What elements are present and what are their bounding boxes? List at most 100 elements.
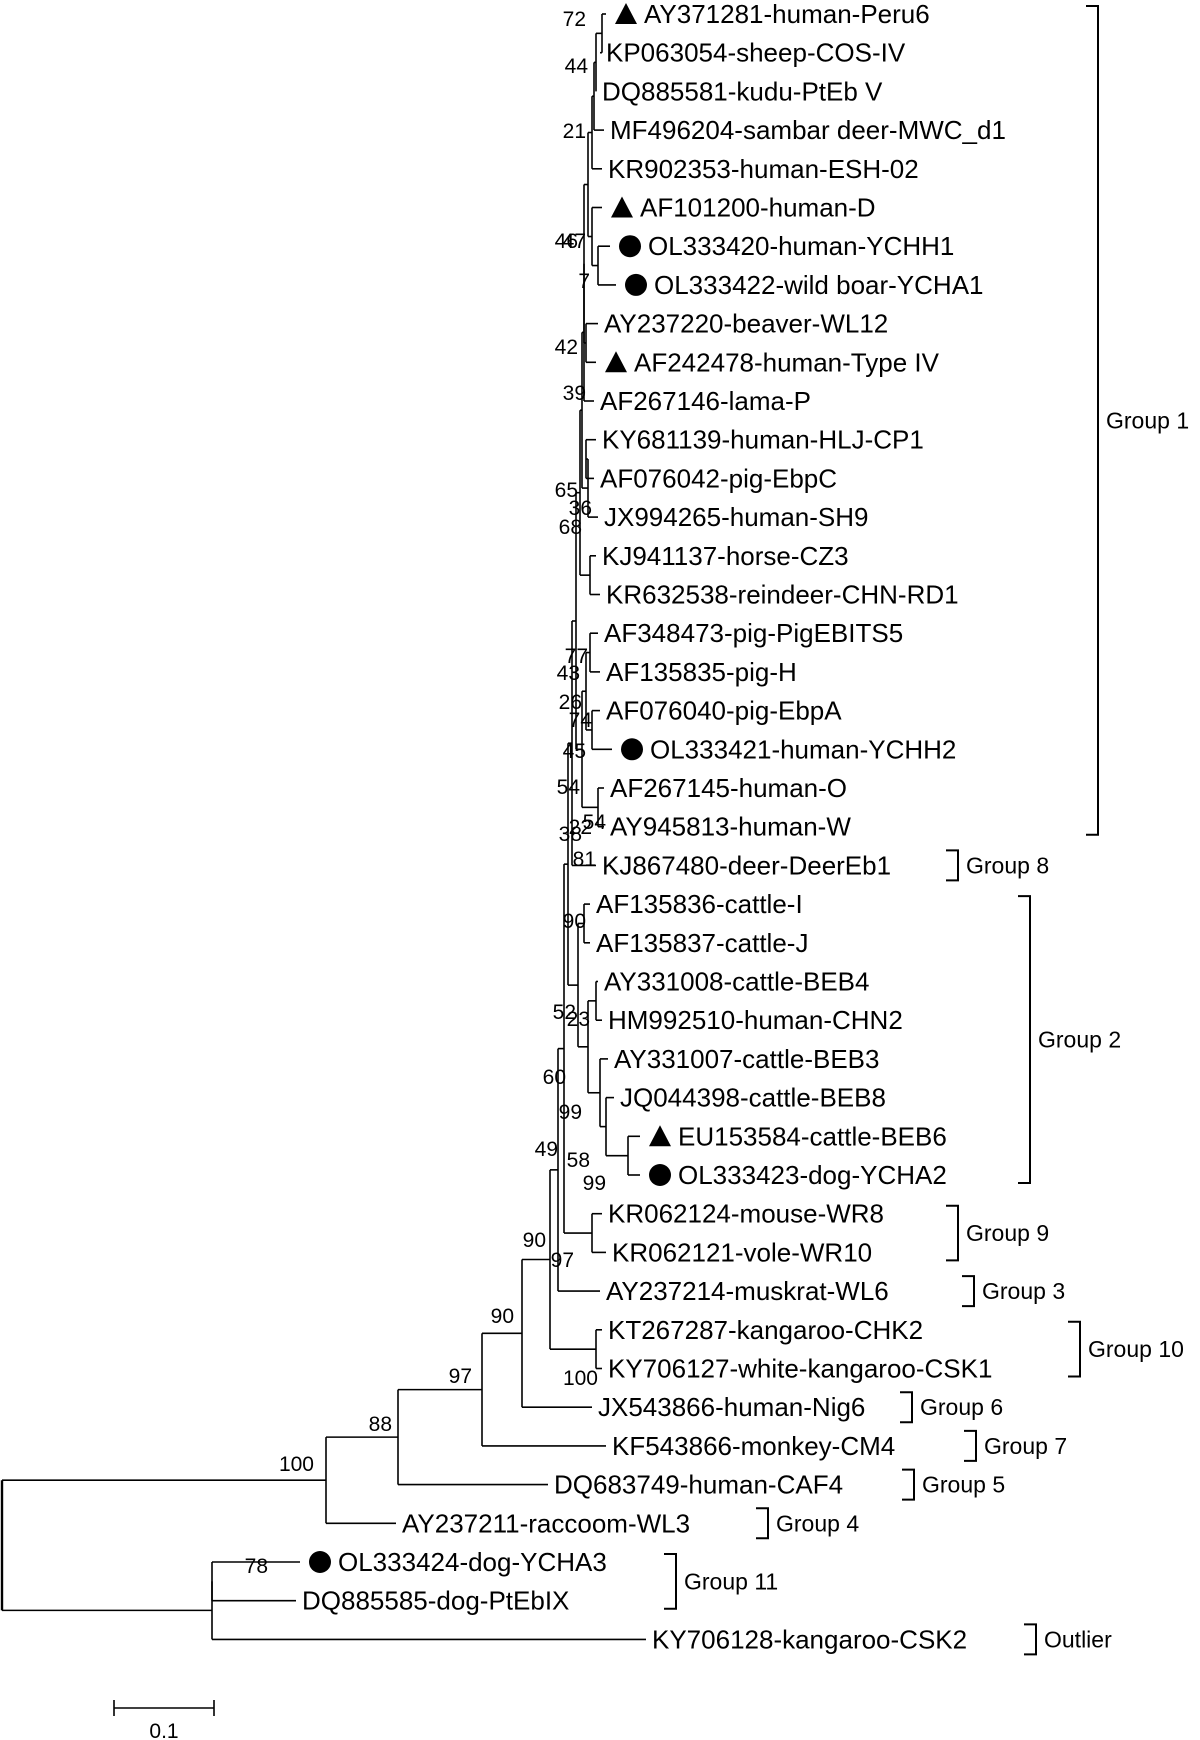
- triangle-marker-icon: [611, 196, 633, 218]
- taxon-label: OL333420-human-YCHH1: [648, 231, 954, 261]
- taxon-label: AF101200-human-D: [640, 193, 876, 223]
- bootstrap-value: 43: [557, 662, 580, 685]
- group-label: Outlier: [1044, 1626, 1112, 1652]
- taxon-label: OL333424-dog-YCHA3: [338, 1547, 607, 1577]
- scale-bar: 0.1: [113, 1700, 215, 1740]
- circle-marker-icon: [649, 1164, 671, 1186]
- circle-marker-icon: [619, 235, 641, 258]
- bootstrap-value: 7: [578, 270, 590, 293]
- bootstrap-value: 99: [559, 1101, 582, 1124]
- group-bracket: [756, 1507, 769, 1540]
- bootstrap-value: 23: [567, 1008, 590, 1031]
- taxon-label: KJ867480-deer-DeerEb1: [602, 850, 891, 880]
- taxon-label: KJ941137-horse-CZ3: [602, 541, 849, 571]
- bootstrap-value: 39: [563, 382, 586, 405]
- group-label: Group 3: [982, 1278, 1065, 1304]
- group-bracket: [664, 1553, 677, 1610]
- taxon-label: KT267287-kangaroo-CHK2: [608, 1315, 923, 1345]
- triangle-marker-icon: [615, 3, 637, 24]
- bootstrap-value: 100: [563, 1367, 598, 1390]
- taxon-label: AY331008-cattle-BEB4: [604, 967, 869, 997]
- taxon-label: KR062121-vole-WR10: [612, 1237, 872, 1267]
- taxon-label: KP063054-sheep-COS-IV: [606, 38, 906, 68]
- bootstrap-value: 90: [523, 1229, 546, 1252]
- bootstrap-value: 54: [557, 776, 581, 799]
- bootstrap-value: 46: [555, 230, 578, 253]
- group-bracket: [946, 849, 959, 882]
- bootstrap-value: 100: [279, 1453, 314, 1476]
- bootstrap-value: 54: [583, 811, 607, 834]
- bootstrap-value: 77: [565, 645, 588, 668]
- bootstrap-value: 36: [569, 497, 592, 520]
- group-bracket: [1024, 1623, 1037, 1656]
- circle-marker-icon: [309, 1551, 331, 1573]
- taxon-label: KR902353-human-ESH-02: [608, 154, 919, 184]
- bootstrap-value: 47: [563, 230, 586, 253]
- bootstrap-value: 21: [563, 120, 586, 143]
- taxon-label: OL333421-human-YCHH2: [650, 734, 956, 764]
- tip-labels: AY371281-human-Peru6KP063054-sheep-COS-I…: [302, 0, 1006, 1654]
- group-label: Group 11: [684, 1568, 778, 1594]
- taxon-label: AF135837-cattle-J: [596, 928, 808, 958]
- taxon-label: DQ885581-kudu-PtEb V: [602, 76, 883, 106]
- bootstrap-value: 99: [583, 1172, 606, 1195]
- group-bracket: [902, 1468, 915, 1501]
- bootstrap-value: 26: [559, 691, 582, 714]
- group-label: Group 5: [922, 1472, 1005, 1498]
- group-label: Group 4: [776, 1510, 859, 1536]
- group-bracket: [900, 1391, 913, 1424]
- taxon-label: KR632538-reindeer-CHN-RD1: [606, 580, 959, 610]
- bootstrap-value: 65: [555, 479, 578, 502]
- tree-branches: [0, 13, 646, 1641]
- taxon-label: AY945813-human-W: [610, 812, 851, 842]
- taxon-label: AF267146-lama-P: [600, 386, 811, 416]
- taxon-label: JX543866-human-Nig6: [598, 1392, 865, 1422]
- bootstrap-value: 90: [491, 1305, 514, 1328]
- taxon-label: KY706128-kangaroo-CSK2: [652, 1624, 967, 1654]
- bootstrap-value: 74: [569, 709, 593, 732]
- triangle-marker-icon: [605, 351, 627, 373]
- circle-marker-icon: [621, 738, 643, 761]
- taxon-label: OL333422-wild boar-YCHA1: [654, 270, 984, 300]
- group-label: Group 2: [1038, 1027, 1121, 1053]
- group-label: Group 8: [966, 852, 1049, 878]
- taxon-label: AY331007-cattle-BEB3: [614, 1044, 879, 1074]
- group-label: Group 1: [1106, 407, 1189, 433]
- group-bracket: [946, 1204, 959, 1262]
- group-bracket: [1086, 5, 1099, 836]
- taxon-label: JX994265-human-SH9: [604, 502, 869, 532]
- tip-markers: [309, 3, 671, 1573]
- taxon-label: AY237211-raccoom-WL3: [402, 1508, 690, 1538]
- taxon-label: KY681139-human-HLJ-CP1: [602, 425, 924, 455]
- taxon-label: EU153584-cattle-BEB6: [678, 1121, 947, 1151]
- circle-marker-icon: [625, 273, 647, 296]
- bootstrap-value: 97: [551, 1249, 574, 1272]
- taxon-label: JQ044398-cattle-BEB8: [620, 1083, 886, 1113]
- group-bracket: [964, 1429, 977, 1462]
- bootstrap-value: 42: [555, 336, 578, 359]
- bootstrap-value: 78: [245, 1555, 268, 1578]
- taxon-label: HM992510-human-CHN2: [608, 1005, 903, 1035]
- taxon-label: OL333423-dog-YCHA2: [678, 1160, 947, 1190]
- taxon-label: AY371281-human-Peru6: [644, 0, 930, 29]
- group-bracket: [962, 1275, 975, 1308]
- taxon-label: AF076040-pig-EbpA: [606, 696, 842, 726]
- taxon-label: AF076042-pig-EbpC: [600, 463, 837, 493]
- bootstrap-value: 22: [569, 816, 592, 839]
- group-label: Group 7: [984, 1433, 1067, 1459]
- bootstrap-value: 90: [563, 910, 586, 933]
- taxon-label: AF267145-human-O: [610, 773, 847, 803]
- taxon-label: AF242478-human-Type IV: [634, 347, 940, 377]
- bootstrap-value: 97: [449, 1365, 472, 1388]
- bootstrap-value: 81: [573, 848, 596, 871]
- bootstrap-value: 72: [563, 8, 586, 31]
- taxon-label: MF496204-sambar deer-MWC_d1: [610, 115, 1006, 145]
- triangle-marker-icon: [649, 1125, 671, 1147]
- bootstrap-value: 49: [535, 1138, 558, 1161]
- group-bracket: [1068, 1320, 1081, 1378]
- bootstrap-values: 7244214647742396536687743267445542238548…: [245, 8, 607, 1578]
- taxon-label: KY706127-white-kangaroo-CSK1: [608, 1354, 992, 1384]
- scale-bar-label: 0.1: [149, 1720, 178, 1740]
